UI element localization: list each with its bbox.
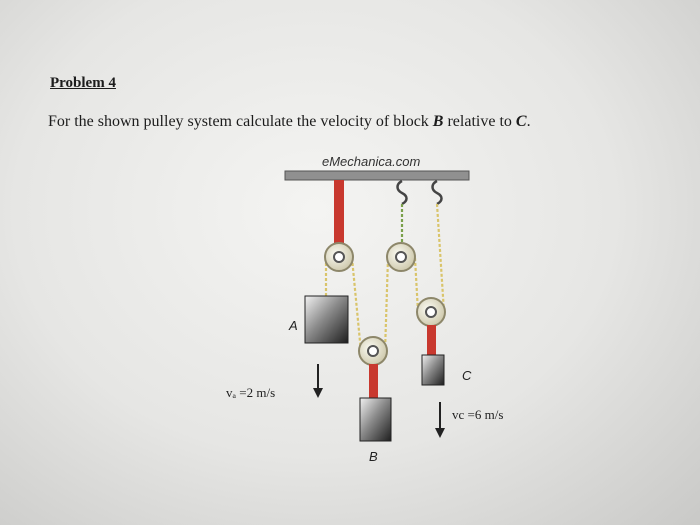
block-b — [359, 397, 392, 442]
block-b-ref: B — [432, 113, 444, 130]
rod-block-b — [369, 364, 378, 400]
pulley-c — [416, 297, 446, 327]
block-a — [304, 295, 349, 344]
problem-title: Problem 4 — [50, 75, 116, 91]
label-block-a: A — [288, 318, 298, 333]
statement-suffix: . — [526, 113, 531, 130]
problem-statement: For the shown pulley system calculate th… — [48, 113, 531, 131]
block-c-ref: C — [515, 113, 527, 130]
pulley-upper-right — [386, 242, 416, 272]
rod-block-c — [427, 325, 436, 357]
label-block-c: C — [462, 368, 472, 383]
velocity-a-label: vₐ =2 m/s — [226, 385, 275, 400]
watermark-text: eMechanica.com — [322, 154, 420, 169]
hook-icon — [431, 179, 443, 206]
statement-prefix: For the shown pulley system calculate th… — [48, 113, 433, 130]
block-c — [421, 354, 445, 386]
ropes — [324, 203, 446, 353]
arrow-down-icon — [313, 364, 323, 398]
label-block-b: B — [369, 449, 378, 464]
ceiling-bar — [284, 170, 470, 181]
arrow-down-icon — [435, 402, 445, 438]
hook-icon — [396, 179, 408, 206]
rod-pulley-a — [334, 180, 344, 245]
velocity-c-label: vc =6 m/s — [452, 407, 503, 422]
pulley-b — [358, 336, 388, 366]
statement-middle: relative to — [443, 113, 516, 130]
pulley-a — [324, 242, 354, 272]
